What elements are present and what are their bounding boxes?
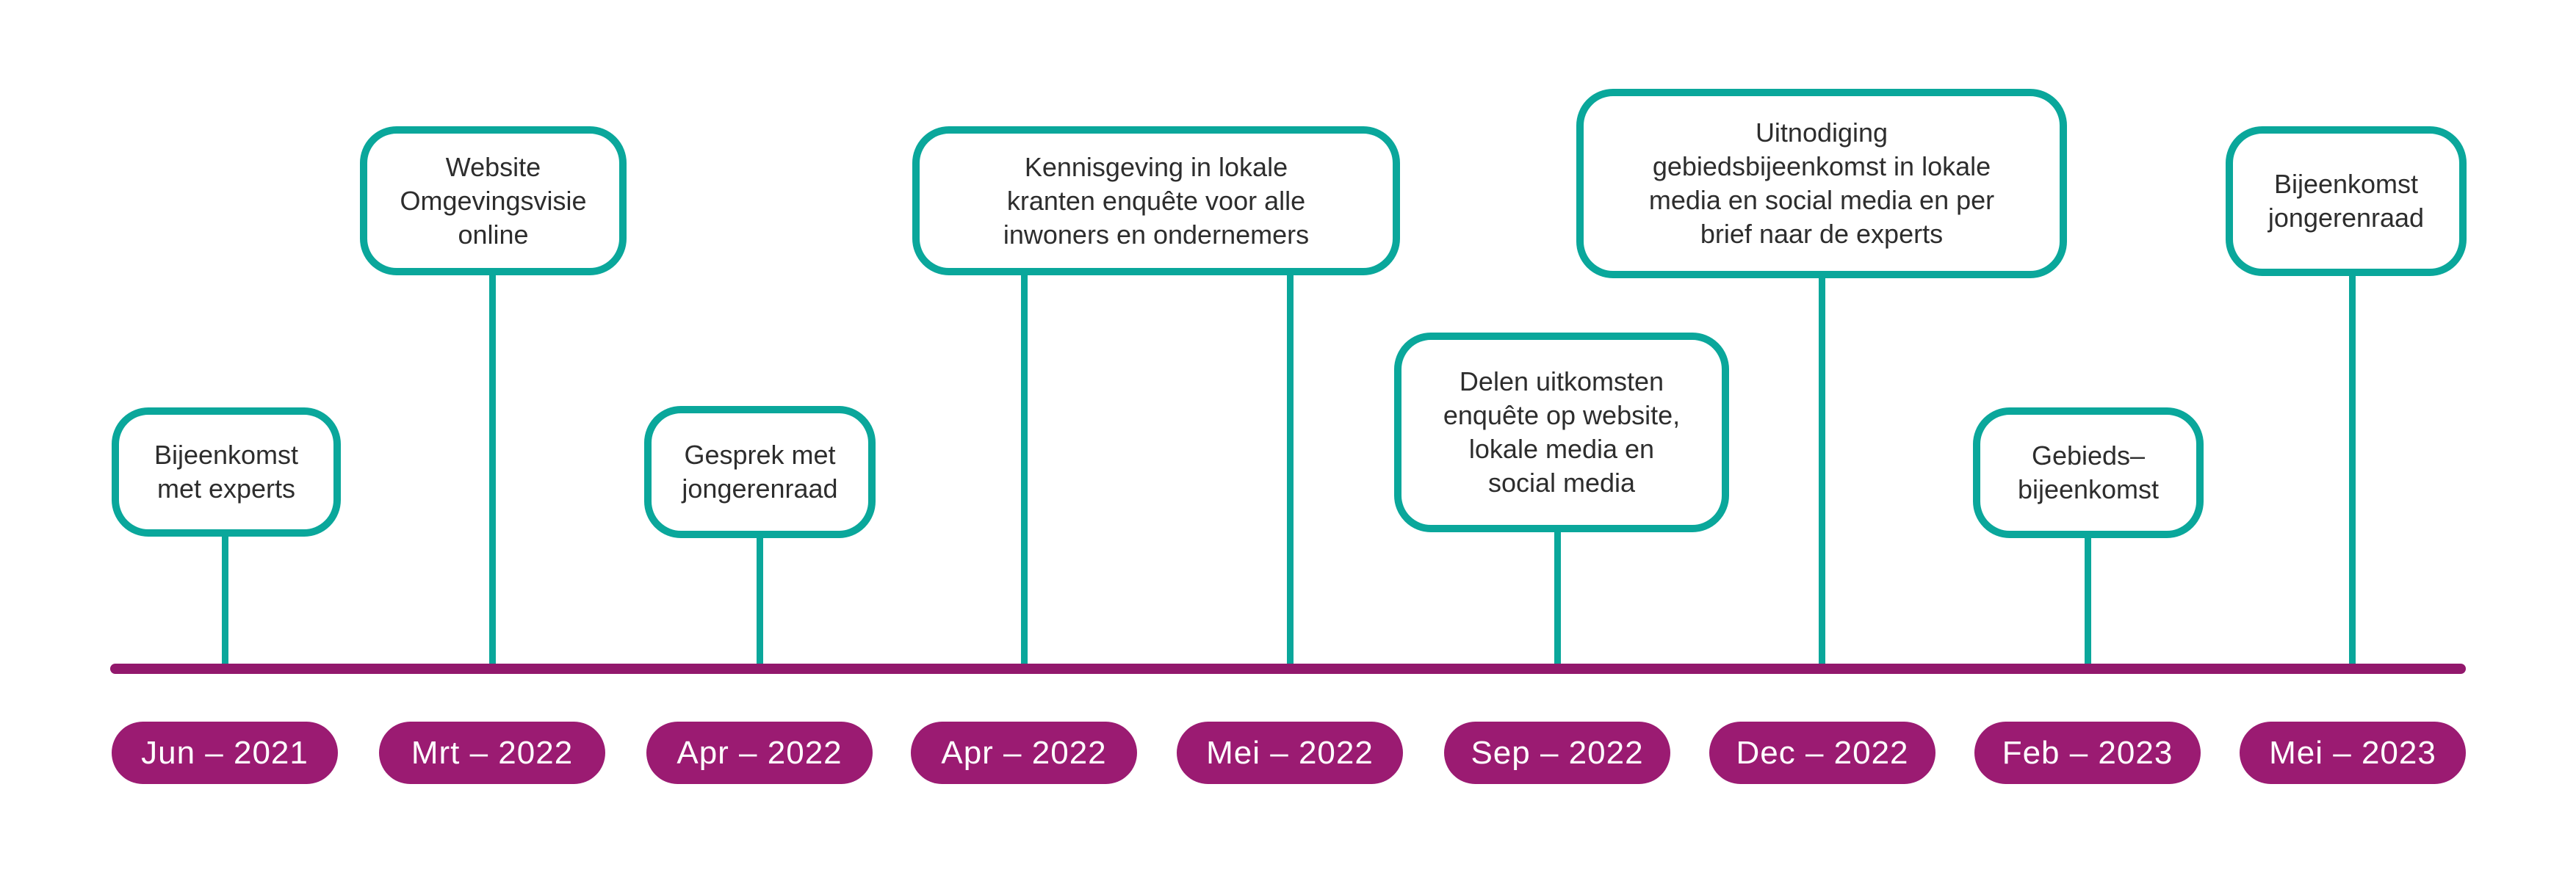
date-pill-apr-2022-a: Apr – 2022: [646, 722, 873, 784]
milestone-box-delen-uitkomsten: Delen uitkomsten enquête op website, lok…: [1394, 333, 1729, 532]
stem-feb-2023: [2085, 534, 2091, 669]
timeline-bar: [110, 664, 2466, 674]
date-pill-feb-2023: Feb – 2023: [1974, 722, 2201, 784]
milestone-box-gebiedsbijeenkomst: Gebieds– bijeenkomst: [1973, 407, 2204, 538]
stem-apr-2022-a: [757, 534, 763, 669]
milestone-box-uitnodiging-gebiedsbijeenkomst: Uitnodiging gebiedsbijeenkomst in lokale…: [1576, 89, 2067, 278]
milestone-box-kennisgeving-kranten: Kennisgeving in lokale kranten enquête v…: [912, 126, 1400, 275]
date-pill-jun-2021: Jun – 2021: [112, 722, 338, 784]
stem-apr-2022-b: [1021, 272, 1028, 669]
stem-mei-2022: [1287, 272, 1294, 669]
date-pill-mrt-2022: Mrt – 2022: [379, 722, 605, 784]
stem-dec-2022: [1819, 275, 1825, 669]
stem-mei-2023: [2349, 272, 2356, 669]
stem-jun-2021: [222, 532, 228, 669]
date-pill-dec-2022: Dec – 2022: [1709, 722, 1935, 784]
milestone-box-website-omgevingsvisie: Website Omgevingsvisie online: [360, 126, 627, 275]
date-pill-sep-2022: Sep – 2022: [1444, 722, 1670, 784]
date-pill-mei-2022: Mei – 2022: [1177, 722, 1403, 784]
milestone-box-bijeenkomst-jongerenraad: Bijeenkomst jongerenraad: [2226, 126, 2467, 276]
date-pill-apr-2022-b: Apr – 2022: [911, 722, 1137, 784]
milestone-box-bijeenkomst-experts: Bijeenkomst met experts: [112, 407, 341, 537]
stem-sep-2022: [1554, 528, 1561, 669]
date-pill-mei-2023: Mei – 2023: [2240, 722, 2466, 784]
milestone-box-gesprek-jongerenraad: Gesprek met jongerenraad: [644, 406, 876, 538]
stem-mrt-2022: [489, 272, 496, 669]
